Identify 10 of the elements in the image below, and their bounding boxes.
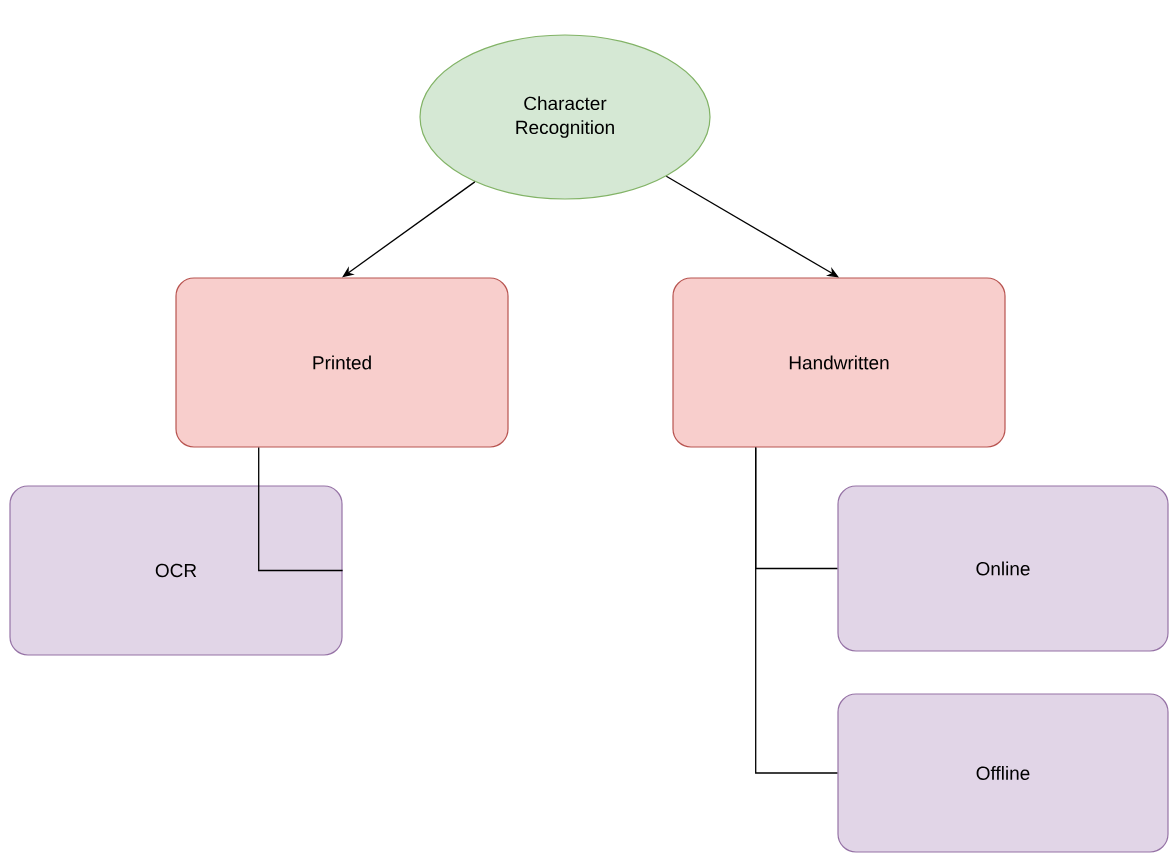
rounded-box: Handwritten	[672, 277, 1006, 448]
connector	[755, 446, 839, 774]
connector	[258, 446, 344, 572]
rounded-box: Offline	[837, 693, 1169, 853]
connector	[665, 175, 839, 278]
ellipse-node: Character Recognition	[419, 34, 711, 200]
rounded-box: OCR	[9, 485, 343, 656]
connector	[342, 181, 476, 278]
rounded-box: Printed	[175, 277, 509, 448]
rounded-box: Online	[837, 485, 1169, 652]
